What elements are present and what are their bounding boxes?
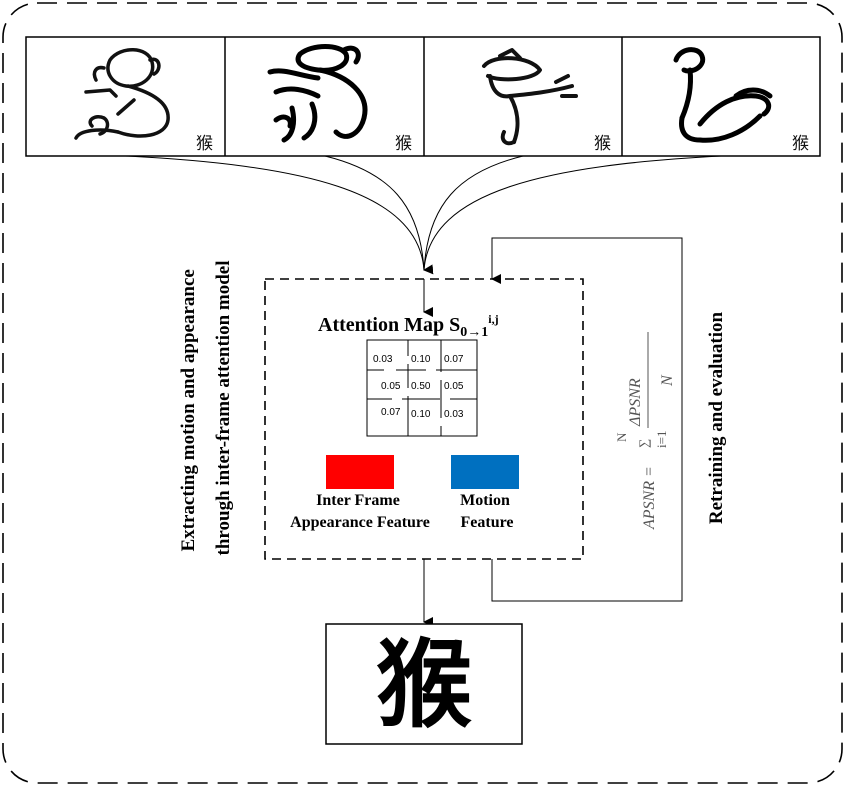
motion-label: Motion Feature <box>460 492 514 531</box>
right-vertical-label: Retraining and evaluation <box>706 311 727 524</box>
grid-cell-2-1: 0.10 <box>411 409 431 420</box>
svg-text:N: N <box>614 432 629 442</box>
svg-text:i=1: i=1 <box>654 431 669 448</box>
oracle-glyph-2 <box>267 44 368 143</box>
grid-cell-2-0: 0.07 <box>381 407 401 418</box>
grid-cell-1-2: 0.05 <box>444 381 464 392</box>
grid-cell-0-1: 0.10 <box>411 354 431 365</box>
panel-1-label: 猴 <box>196 134 213 154</box>
panel-3-label: 猴 <box>594 134 611 154</box>
apsnr-formula: APSNR = N ∑ i=1 ΔPSNR N <box>614 332 676 530</box>
motion-swatch <box>451 455 519 489</box>
grid-cell-1-1: 0.50 <box>411 381 431 392</box>
panel-4-label: 猴 <box>792 134 809 154</box>
svg-text:APSNR =: APSNR = <box>641 466 658 530</box>
left-vertical-label: Extracting motion and appearance through… <box>178 261 234 556</box>
appearance-swatch <box>326 455 394 489</box>
oracle-glyph-3 <box>482 48 578 146</box>
panel-2-label: 猴 <box>395 134 412 154</box>
grid-cell-2-2: 0.03 <box>444 409 464 420</box>
svg-text:ΔPSNR: ΔPSNR <box>627 378 644 427</box>
feedback-loop <box>491 237 683 602</box>
grid-cell-0-2: 0.07 <box>444 354 464 365</box>
output-character: 猴 <box>376 629 472 741</box>
attention-title: Attention Map S0→1i,j <box>318 312 499 340</box>
output-box <box>325 623 523 745</box>
grid-cell-1-0: 0.05 <box>381 381 401 392</box>
attention-grid: 0.03 0.10 0.07 0.05 0.50 0.05 0.07 0.10 … <box>366 339 478 437</box>
appearance-label: Inter Frame Appearance Feature <box>290 492 430 531</box>
svg-text:∑: ∑ <box>636 439 651 448</box>
oracle-glyph-1 <box>74 48 170 140</box>
converging-arrows <box>125 155 722 275</box>
svg-text:N: N <box>659 374 676 387</box>
grid-cell-0-0: 0.03 <box>373 354 393 365</box>
oracle-glyph-4 <box>673 47 773 143</box>
